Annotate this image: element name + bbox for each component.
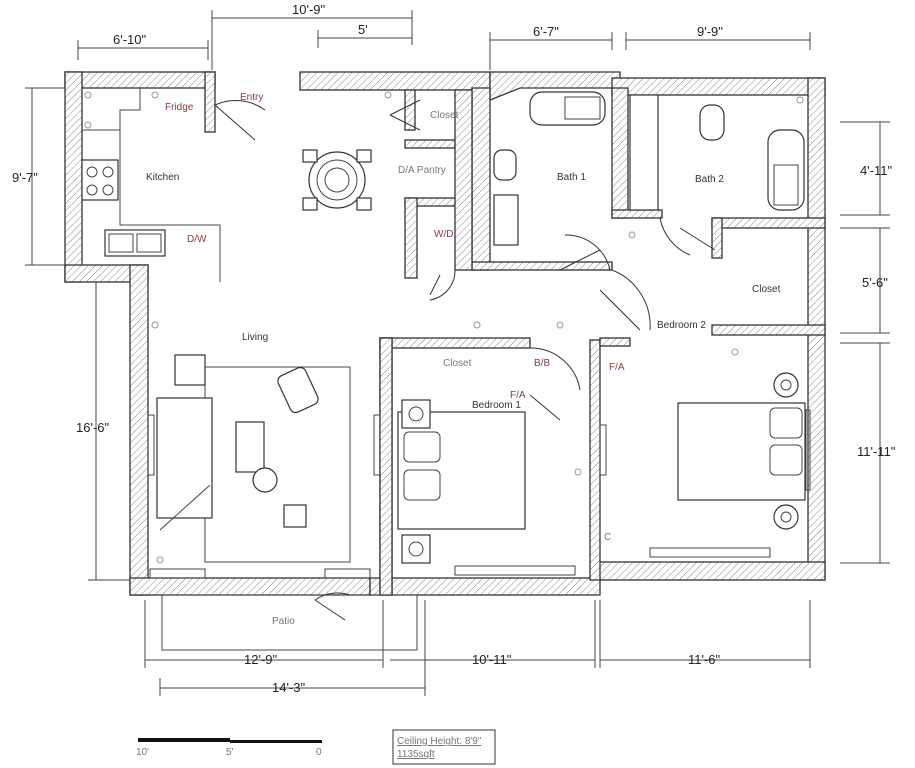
- room-bedroom1: Bedroom 1: [472, 400, 521, 411]
- label-wd: W/D: [434, 229, 453, 240]
- living-furniture: [156, 354, 351, 563]
- outlets: [84, 91, 804, 564]
- dim-bottom-bedroom1: 10'-11": [472, 652, 512, 667]
- room-closet-entry: Closet: [430, 110, 459, 121]
- room-entry: Entry: [240, 92, 263, 103]
- windows: [147, 409, 811, 579]
- room-bath2: Bath 2: [695, 174, 724, 185]
- dim-top-bath2: 9'-9": [697, 24, 723, 39]
- dining-table: [302, 149, 372, 211]
- dim-right-bath2: 4'-11": [860, 163, 893, 178]
- dim-right-bedroom2: 11'-11": [857, 444, 896, 459]
- label-c: C: [604, 532, 611, 543]
- square-footage: 1135sqft: [397, 749, 435, 760]
- dim-top-bath1: 6'-7": [533, 24, 559, 39]
- label-fa2: F/A: [609, 362, 625, 373]
- scale-bar: 10' 5' 0: [136, 738, 322, 758]
- scale-0: 0: [316, 747, 322, 758]
- scale-5: 5': [226, 747, 234, 758]
- bath-fixtures: [493, 91, 805, 246]
- info-box: Ceiling Height: 8'9" 1135sqft: [392, 729, 496, 765]
- label-dw: D/W: [187, 234, 207, 245]
- room-living: Living: [242, 332, 268, 343]
- label-fridge: Fridge: [165, 102, 194, 113]
- walls: [64, 71, 826, 596]
- ceiling-height: Ceiling Height: 8'9": [397, 736, 482, 747]
- dim-bottom-patio: 14'-3": [272, 680, 306, 695]
- dim-top-kitchen: 6'-10": [113, 32, 147, 47]
- scale-10: 10': [136, 747, 149, 758]
- dim-top-entry: 10'-9": [292, 2, 326, 17]
- kitchen-counters: [81, 88, 221, 282]
- label-bb: B/B: [534, 358, 550, 369]
- dim-bottom-bedroom2: 11'-6": [688, 652, 721, 667]
- doors: [214, 99, 716, 621]
- room-bedroom2: Bedroom 2: [657, 320, 706, 331]
- beds: [397, 372, 806, 564]
- label-fa1: F/A: [510, 390, 526, 401]
- dim-bottom-living: 12'-9": [244, 652, 278, 667]
- dim-right-closet: 5'-6": [862, 275, 888, 290]
- dim-top-closet: 5': [358, 22, 368, 37]
- room-bath1: Bath 1: [557, 172, 586, 183]
- room-closet-bed1: Closet: [443, 358, 472, 369]
- label-pantry: D/A Pantry: [398, 165, 446, 176]
- room-patio: Patio: [272, 616, 295, 627]
- room-kitchen: Kitchen: [146, 172, 179, 183]
- dimension-lines: [25, 10, 890, 696]
- dim-left-living: 16'-6": [76, 420, 110, 435]
- dim-left-kitchen: 9'-7": [12, 170, 38, 185]
- room-closet-bed2: Closet: [752, 284, 781, 295]
- patio-outline: [161, 594, 418, 651]
